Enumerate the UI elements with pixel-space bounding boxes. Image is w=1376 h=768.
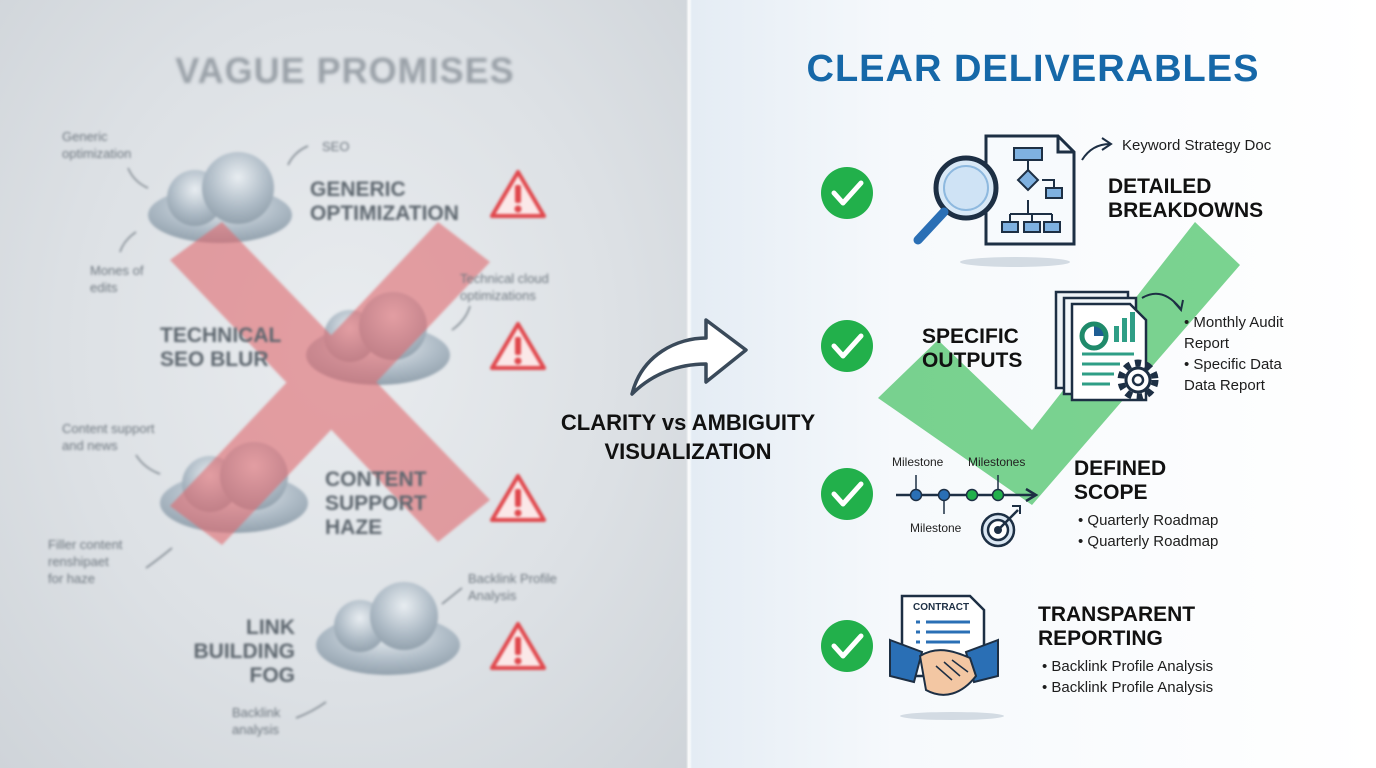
left-item-note: Generic optimization — [62, 129, 132, 161]
right-item-heading: SPECIFIC OUTPUTS — [922, 325, 1023, 372]
left-item-heading: TECHNICAL SEO BLUR — [160, 324, 282, 371]
timeline-label: Milestones — [968, 455, 1026, 469]
left-item-note: SEO — [322, 139, 350, 154]
bullet-item: Monthly Audit Report — [1184, 312, 1283, 354]
right-item-bullets: Quarterly Roadmap Quarterly Roadmap — [1078, 510, 1218, 552]
bullet-item: Quarterly Roadmap — [1078, 531, 1218, 552]
center-label: CLARITY vs AMBIGUITY VISUALIZATION — [530, 408, 846, 466]
bullet-item: Specific Data Data Report — [1184, 354, 1283, 396]
flowchart-document-icon — [960, 134, 1076, 267]
right-item-heading: TRANSPARENT REPORTING — [1038, 603, 1196, 650]
magnifier-icon — [913, 155, 999, 245]
panel-divider — [686, 0, 692, 768]
center-label-line2: VISUALIZATION — [604, 439, 772, 464]
left-item-note: Mones of edits — [90, 263, 144, 295]
green-check-icon — [821, 620, 873, 672]
left-graphics — [119, 145, 546, 719]
contract-handshake-icon — [889, 594, 1004, 720]
right-item-heading: DETAILED BREAKDOWNS — [1108, 175, 1264, 222]
right-item-bullets: Backlink Profile Analysis Backlink Profi… — [1042, 656, 1213, 698]
warning-triangle-icon — [490, 170, 546, 218]
red-x-icon — [170, 222, 490, 545]
bullet-item: Backlink Profile Analysis — [1042, 656, 1213, 677]
cloud-icon — [316, 582, 460, 675]
warning-triangle-icon — [490, 622, 546, 670]
timeline-label: Milestone — [910, 521, 962, 535]
left-item-heading: GENERIC OPTIMIZATION — [310, 178, 459, 225]
right-item-bullets: Monthly Audit Report Specific Data Data … — [1184, 312, 1283, 396]
right-item-heading: DEFINED SCOPE — [1074, 457, 1167, 504]
cloud-icon — [148, 152, 292, 243]
right-title: CLEAR DELIVERABLES — [806, 48, 1260, 90]
left-item-note: Technical cloud optimizations — [460, 271, 549, 303]
green-check-icon — [821, 167, 873, 219]
left-item-note: Backlink analysis — [232, 705, 281, 737]
warning-triangle-icon — [490, 474, 546, 522]
green-check-icon — [821, 320, 873, 372]
center-label-line1: CLARITY vs AMBIGUITY — [560, 410, 816, 435]
left-item-heading: LINK BUILDING FOG — [193, 616, 296, 687]
timeline-label: Milestone — [892, 455, 944, 469]
left-item-note: Filler content renshipaet for haze — [48, 537, 123, 586]
curved-arrow-icon — [630, 318, 748, 396]
keyword-strategy-callout: Keyword Strategy Doc — [1122, 137, 1272, 154]
callout-arrow-icon — [1081, 143, 1111, 161]
contract-label: CONTRACT — [913, 602, 970, 613]
gear-icon — [1117, 359, 1159, 401]
bullet-item: Backlink Profile Analysis — [1042, 677, 1213, 698]
bullet-item: Quarterly Roadmap — [1078, 510, 1218, 531]
left-item-note: Backlink Profile Analysis — [468, 571, 557, 603]
note-arrows — [119, 145, 471, 719]
left-item-note: Content support and news — [62, 421, 155, 453]
left-item-heading: CONTENT SUPPORT HAZE — [325, 468, 427, 539]
big-green-check-icon — [878, 222, 1240, 505]
left-title: VAGUE PROMISES — [175, 50, 515, 91]
green-check-icon — [821, 468, 873, 520]
warning-triangle-icon — [490, 322, 546, 370]
right-graphics — [821, 134, 1240, 720]
timeline-icon — [896, 475, 1039, 514]
target-icon — [980, 505, 1021, 548]
